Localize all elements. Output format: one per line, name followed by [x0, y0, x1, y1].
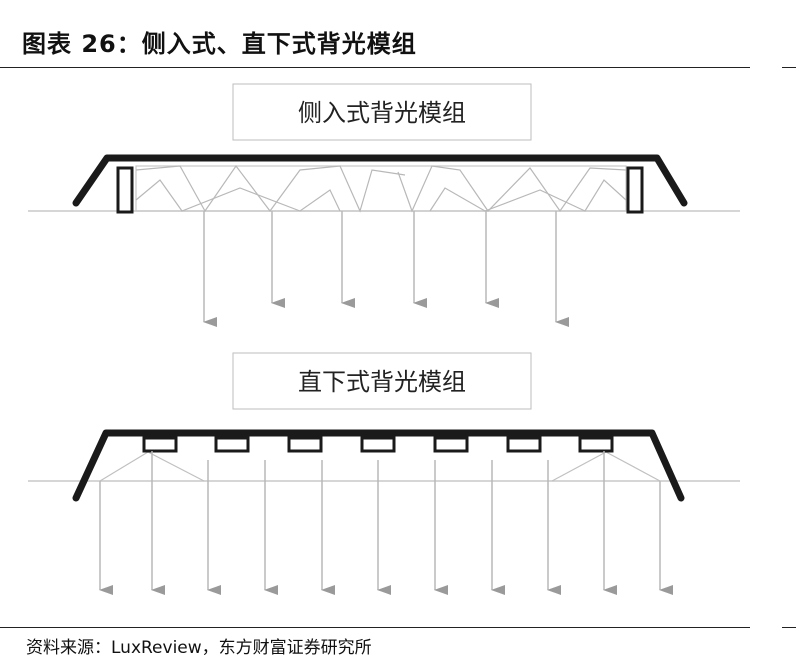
edge-lit-light-path-left-2	[135, 179, 341, 212]
direct-lit-spread	[99, 451, 661, 482]
direct-lit-label-box	[232, 352, 532, 410]
direct-lit-label: 直下式背光模组	[298, 368, 466, 396]
edge-lit-panel: 侧入式背光模组	[28, 83, 740, 327]
spread-1	[147, 451, 205, 482]
edge-lit-light-path-right-2	[429, 179, 627, 212]
top-rule-right	[782, 67, 796, 68]
direct-lit-frame	[72, 429, 685, 502]
bottom-rule-right	[782, 627, 796, 628]
direct-lit-arrows	[99, 451, 673, 595]
bottom-rule	[0, 627, 750, 628]
edge-lit-light-path-left	[135, 164, 406, 213]
edge-lit-frame	[72, 154, 688, 207]
top-rule	[0, 67, 750, 68]
spread-2	[551, 451, 607, 482]
light-guide-plate	[135, 165, 627, 212]
spread-left	[99, 451, 149, 482]
edge-lit-light-path-right	[397, 165, 627, 213]
led-1	[142, 436, 178, 453]
edge-lit-label: 侧入式背光模组	[298, 99, 466, 127]
led-6	[506, 436, 542, 453]
led-5	[433, 436, 469, 453]
edge-light-source-right	[626, 166, 644, 214]
edge-lit-label-box	[232, 83, 532, 141]
source-note: 资料来源：LuxReview，东方财富证券研究所	[26, 638, 372, 658]
led-3	[287, 436, 323, 453]
edge-lit-arrows	[203, 211, 569, 327]
led-2	[214, 436, 250, 453]
edge-light-source-left	[116, 166, 134, 214]
led-4	[360, 436, 396, 453]
direct-led-row	[142, 436, 614, 453]
led-7	[578, 436, 614, 453]
direct-lit-panel: 直下式背光模组	[28, 352, 740, 595]
figure-title: 图表 26：侧入式、直下式背光模组	[22, 30, 417, 58]
spread-right	[605, 451, 661, 482]
